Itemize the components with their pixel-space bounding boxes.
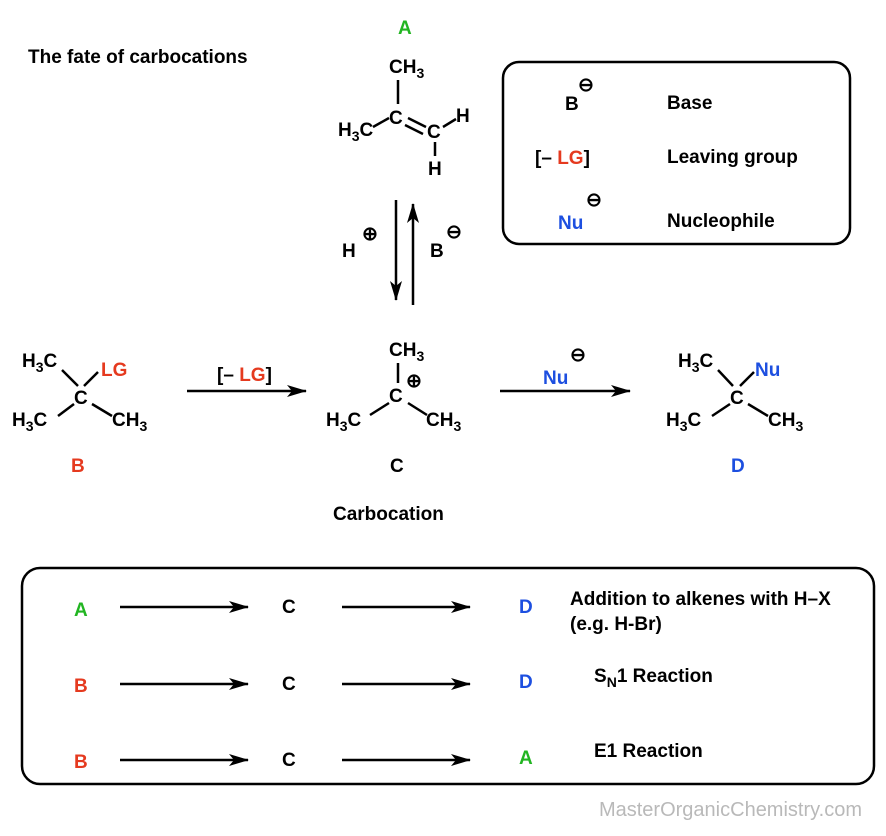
bond bbox=[83, 371, 99, 387]
atom-c: C bbox=[74, 388, 88, 409]
minus-charge-icon: ⊖ bbox=[570, 345, 586, 366]
label-a: A bbox=[398, 18, 412, 39]
bond bbox=[369, 401, 390, 417]
equilibrium-arrows: H ⊕ B ⊖ bbox=[342, 200, 462, 305]
reagent-b-minus: B bbox=[430, 241, 444, 262]
bond bbox=[407, 401, 428, 417]
summary-box: A C D Addition to alkenes with H–X (e.g.… bbox=[20, 566, 876, 786]
row-to: A bbox=[519, 748, 533, 769]
atom-h3c: H3C bbox=[326, 410, 362, 434]
legend-lg-label: Leaving group bbox=[667, 147, 798, 168]
row-reaction-name: E1 Reaction bbox=[594, 741, 703, 762]
label-c: C bbox=[390, 456, 404, 477]
row-to: D bbox=[519, 597, 533, 618]
bond bbox=[372, 116, 390, 129]
bond bbox=[91, 402, 113, 418]
atom-nu: Nu bbox=[755, 360, 780, 381]
molecule-d-tbutyl-nu: H3C Nu C H3C CH3 D bbox=[666, 351, 803, 477]
reagent-minus-lg: [– LG] bbox=[217, 365, 272, 386]
carbocation-caption: Carbocation bbox=[333, 504, 444, 525]
summary-row-sn1: B C D SN1 Reaction bbox=[74, 666, 713, 697]
bond bbox=[747, 402, 769, 418]
label-d: D bbox=[731, 456, 745, 477]
row-from: B bbox=[74, 752, 88, 773]
legend-base-symbol: B bbox=[565, 94, 579, 115]
bond bbox=[717, 369, 734, 387]
molecule-c-carbocation: CH3 C ⊕ H3C CH3 C Carbocation bbox=[326, 340, 461, 525]
summary-row-addition: A C D Addition to alkenes with H–X (e.g.… bbox=[74, 589, 831, 635]
atom-ch3: CH3 bbox=[426, 410, 461, 434]
bond bbox=[442, 117, 457, 129]
atom-h3c: H3C bbox=[338, 120, 374, 144]
arrow-c-to-d: Nu ⊖ bbox=[500, 345, 631, 397]
diagram-title: The fate of carbocations bbox=[28, 47, 248, 68]
legend-box: B ⊖ Base [– LG] Leaving group Nu ⊖ Nucle… bbox=[501, 60, 852, 246]
row-reaction-name: Addition to alkenes with H–X bbox=[570, 589, 831, 610]
bond bbox=[61, 369, 79, 387]
atom-ch3: CH3 bbox=[768, 410, 803, 434]
minus-charge-icon: ⊖ bbox=[446, 222, 462, 243]
row-mid: C bbox=[282, 750, 296, 771]
molecule-b-tbutyl-lg: H3C LG C H3C CH3 B bbox=[12, 351, 147, 477]
atom-h: H bbox=[428, 159, 442, 180]
row-mid: C bbox=[282, 674, 296, 695]
reagent-h-plus: H bbox=[342, 241, 356, 262]
legend-lg-symbol: [– LG] bbox=[535, 148, 590, 169]
label-b: B bbox=[71, 456, 85, 477]
row-reaction-example: (e.g. H-Br) bbox=[570, 614, 662, 635]
watermark: MasterOrganicChemistry.com bbox=[599, 799, 862, 821]
atom-c2: C bbox=[427, 122, 441, 143]
atom-c: C bbox=[730, 388, 744, 409]
minus-charge-icon: ⊖ bbox=[578, 75, 594, 96]
atom-h: H bbox=[456, 106, 470, 127]
row-from: A bbox=[74, 600, 88, 621]
legend-nu-label: Nucleophile bbox=[667, 211, 775, 232]
double-bond bbox=[404, 123, 424, 136]
atom-h3c: H3C bbox=[12, 410, 48, 434]
atom-h3c: H3C bbox=[22, 351, 58, 375]
row-to: D bbox=[519, 672, 533, 693]
legend-nu-symbol: Nu bbox=[558, 213, 583, 234]
summary-row-e1: B C A E1 Reaction bbox=[74, 741, 703, 773]
plus-charge-icon: ⊕ bbox=[406, 371, 422, 392]
row-from: B bbox=[74, 676, 88, 697]
atom-h3c: H3C bbox=[678, 351, 714, 375]
atom-ch3: CH3 bbox=[112, 410, 147, 434]
atom-c-plus: C bbox=[389, 386, 403, 407]
atom-h3c: H3C bbox=[666, 410, 702, 434]
double-bond bbox=[407, 116, 427, 129]
atom-c: C bbox=[389, 108, 403, 129]
bond bbox=[57, 403, 75, 417]
row-mid: C bbox=[282, 597, 296, 618]
atom-ch3-top: CH3 bbox=[389, 57, 424, 81]
molecule-a-isobutylene: A CH3 C H3C C H H bbox=[338, 18, 470, 180]
arrow-b-to-c: [– LG] bbox=[187, 365, 307, 397]
atom-lg: LG bbox=[101, 360, 127, 381]
row-reaction-name: SN1 Reaction bbox=[594, 666, 713, 690]
plus-charge-icon: ⊕ bbox=[362, 224, 378, 245]
legend-base-label: Base bbox=[667, 93, 712, 114]
bond bbox=[739, 371, 755, 387]
reagent-nu: Nu bbox=[543, 368, 568, 389]
atom-ch3-top: CH3 bbox=[389, 340, 424, 364]
bond bbox=[711, 402, 731, 418]
minus-charge-icon: ⊖ bbox=[586, 190, 602, 211]
